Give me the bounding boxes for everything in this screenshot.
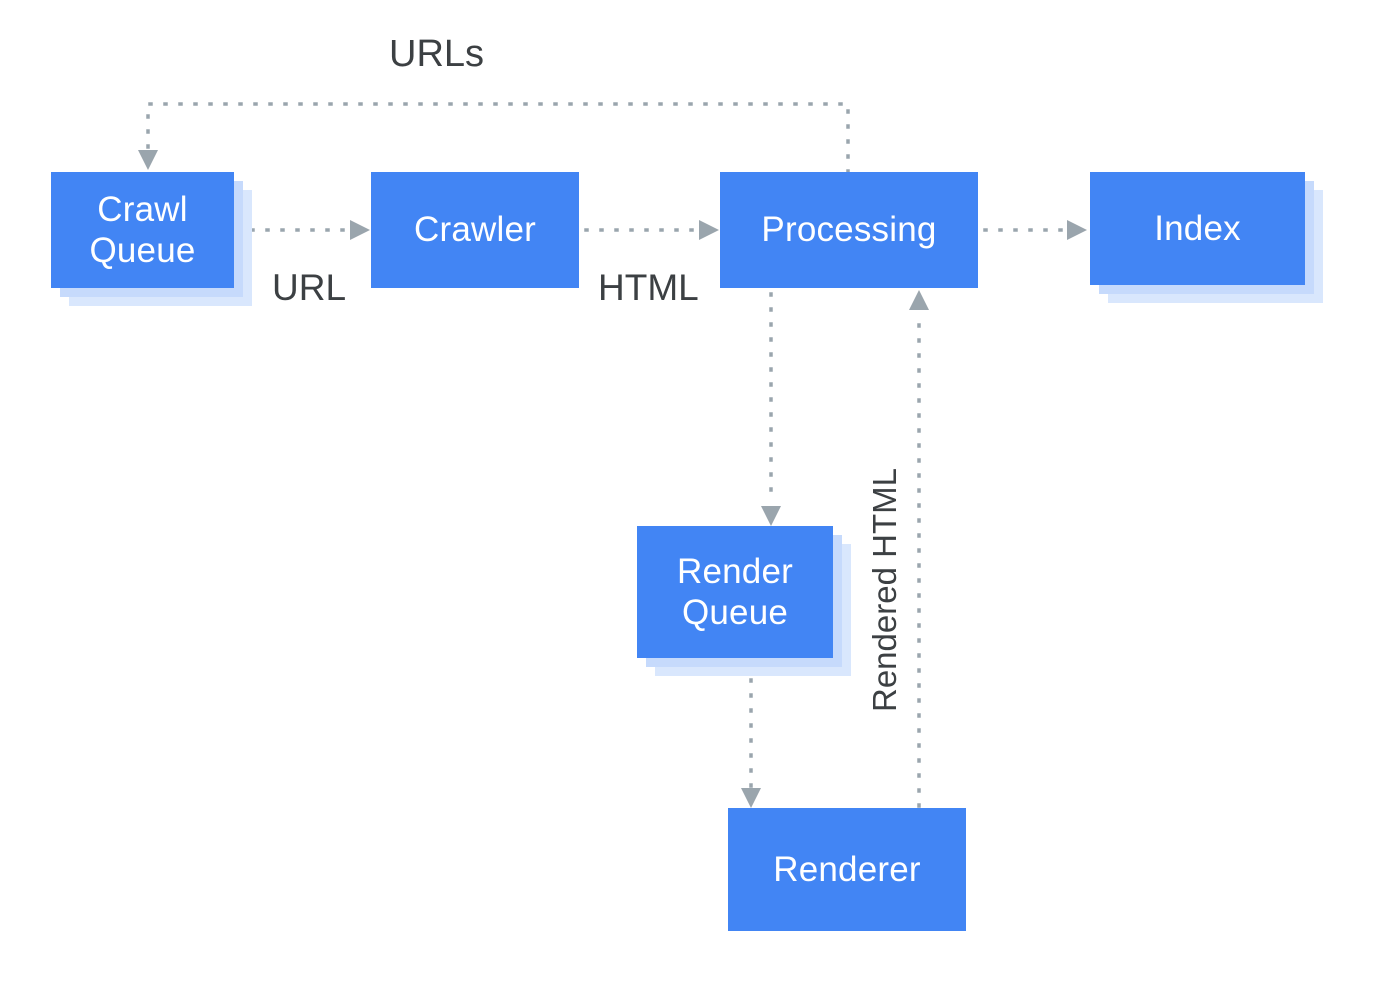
- node-render-queue-label-line1: Render: [677, 551, 793, 591]
- node-crawler-label: Crawler: [414, 210, 536, 250]
- node-renderer-label: Renderer: [773, 849, 921, 889]
- node-render-queue[interactable]: Render Queue: [637, 526, 833, 658]
- node-crawl-queue-label-line2: Queue: [89, 231, 196, 270]
- edge-label-rendered-html: Rendered HTML: [866, 468, 903, 712]
- node-crawler[interactable]: Crawler: [371, 172, 579, 288]
- node-render-queue-label-line2: Queue: [681, 593, 789, 632]
- node-processing[interactable]: Processing: [720, 172, 978, 288]
- node-renderer[interactable]: Renderer: [728, 808, 966, 931]
- edge-to-renderer: [741, 678, 761, 808]
- edge-label-urls: URLs: [389, 33, 485, 75]
- edge-to-index: [983, 220, 1087, 240]
- edge-label-html: HTML: [598, 267, 699, 308]
- edge-html: [584, 220, 719, 240]
- edge-to-render-queue: [761, 292, 781, 526]
- node-index-label: Index: [1154, 208, 1241, 248]
- edge-rendered-html: [909, 290, 929, 808]
- node-processing-label: Processing: [761, 210, 937, 250]
- node-index[interactable]: Index: [1090, 172, 1305, 285]
- edge-urls: [138, 102, 850, 174]
- node-crawl-queue-label-line1: Crawl: [97, 189, 188, 229]
- node-crawl-queue[interactable]: Crawl Queue: [51, 172, 234, 288]
- edge-label-url: URL: [272, 267, 347, 308]
- edge-url: [250, 220, 370, 240]
